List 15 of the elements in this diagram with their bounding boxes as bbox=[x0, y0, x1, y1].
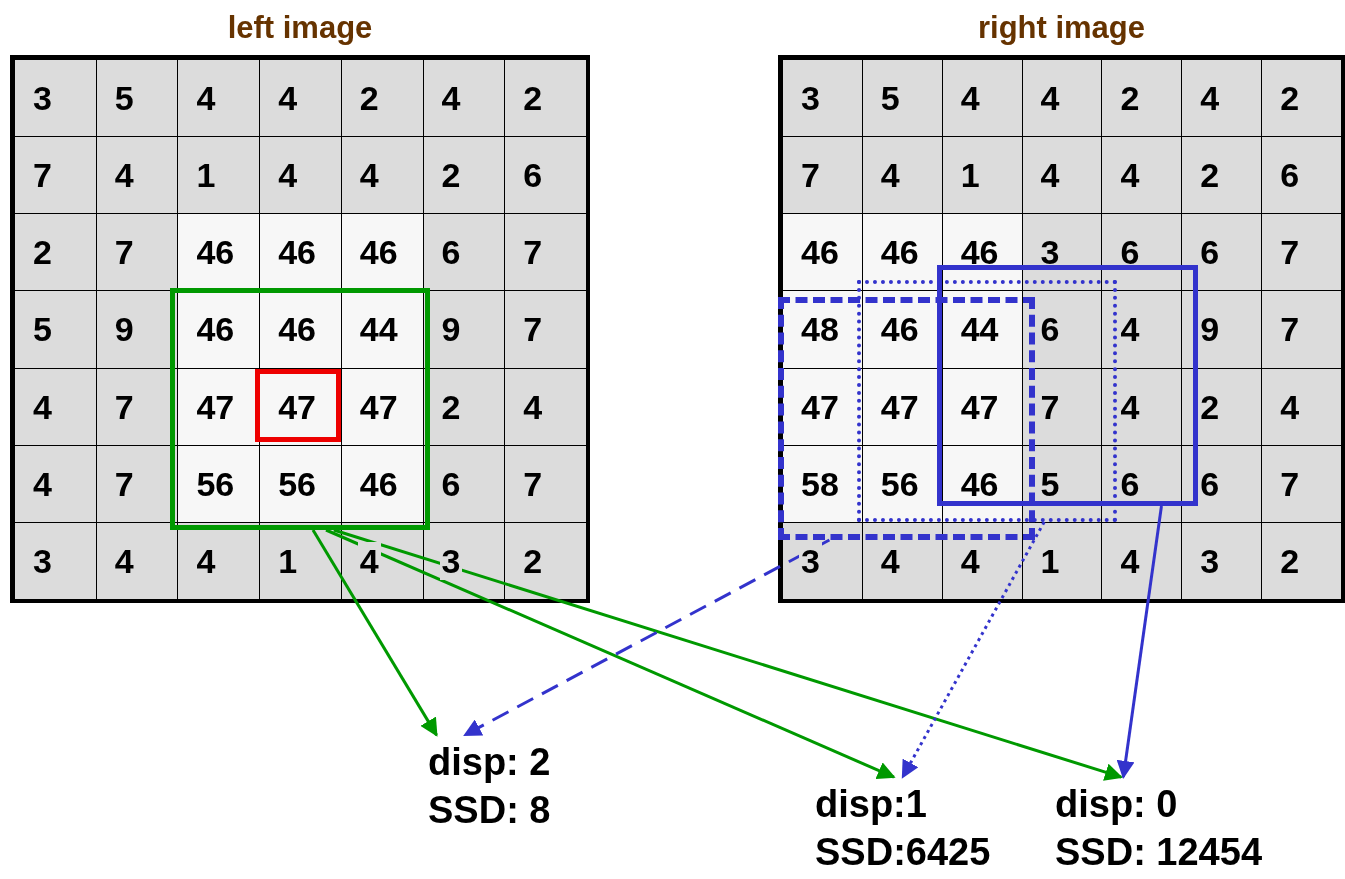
result-text: disp:1 SSD:6425 bbox=[815, 780, 991, 876]
search-window bbox=[937, 265, 1198, 506]
grid-title: right image bbox=[976, 9, 1147, 47]
result-text: disp: 0 SSD: 12454 bbox=[1055, 780, 1262, 876]
arrow bbox=[901, 521, 1046, 779]
search-window bbox=[170, 288, 430, 530]
grid-title: left image bbox=[226, 9, 374, 47]
result-text: disp: 2 SSD: 8 bbox=[428, 738, 551, 834]
dotted-window bbox=[857, 280, 1117, 522]
dashed-window bbox=[778, 297, 1035, 540]
arrow bbox=[333, 528, 1123, 781]
arrow bbox=[463, 538, 831, 737]
arrow bbox=[311, 529, 438, 737]
arrow bbox=[1116, 505, 1163, 779]
arrow bbox=[325, 528, 896, 779]
